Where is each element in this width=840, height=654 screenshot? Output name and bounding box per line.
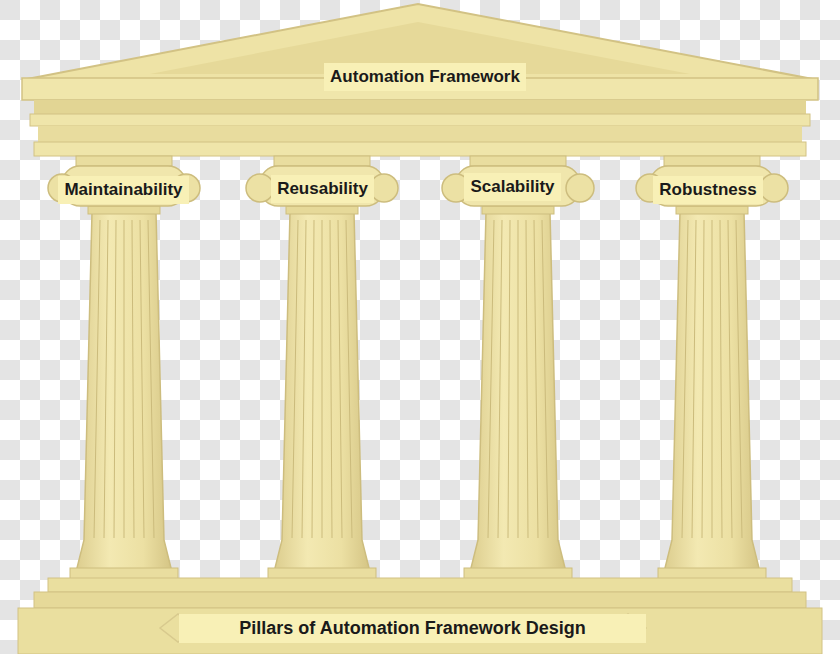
column-neck: [482, 206, 554, 214]
volute: [566, 174, 594, 202]
flute: [518, 220, 519, 538]
flute: [692, 220, 696, 538]
column-neck: [88, 206, 160, 214]
step: [34, 592, 806, 608]
flute: [526, 220, 528, 538]
label-text: Reusability: [277, 179, 368, 199]
abacus: [274, 156, 370, 166]
pillar-label: Robustness: [653, 176, 763, 204]
flute: [114, 220, 116, 538]
columns: [48, 156, 788, 580]
capital: [456, 166, 580, 206]
flute: [498, 220, 502, 538]
flute: [312, 220, 314, 538]
flute: [542, 220, 548, 538]
column: [636, 156, 788, 580]
flute: [292, 220, 298, 538]
capital: [260, 166, 384, 206]
pediment-label: Automation Framework: [324, 63, 526, 91]
flute: [132, 220, 134, 538]
flute: [338, 220, 342, 538]
volute: [246, 174, 274, 202]
label-text: Robustness: [659, 180, 756, 200]
column: [246, 156, 398, 580]
column-shaft: [664, 212, 760, 572]
flute: [728, 220, 732, 538]
pillar-label: Maintainability: [58, 176, 189, 204]
flute: [736, 220, 742, 538]
column-neck: [286, 206, 358, 214]
flute: [104, 220, 108, 538]
volute: [370, 174, 398, 202]
flute: [346, 220, 352, 538]
column: [442, 156, 594, 580]
temple: [18, 4, 822, 654]
abacus: [664, 156, 760, 166]
base-label: Pillars of Automation Framework Design: [179, 614, 646, 643]
architrave-base: [34, 142, 806, 156]
capital: [650, 166, 774, 206]
label-text: Scalability: [470, 177, 554, 197]
step: [18, 608, 822, 654]
stylobate: [48, 578, 792, 592]
flute: [534, 220, 538, 538]
flute: [94, 220, 100, 538]
cornice-band: [34, 100, 806, 114]
label-text: Pillars of Automation Framework Design: [239, 618, 585, 639]
abacus: [470, 156, 566, 166]
flute: [322, 220, 323, 538]
flute: [720, 220, 722, 538]
label-text: Automation Framework: [330, 67, 520, 87]
flute: [488, 220, 494, 538]
flute: [140, 220, 144, 538]
column-shaft: [274, 212, 370, 572]
label-text: Maintainability: [64, 180, 182, 200]
flute: [508, 220, 510, 538]
volute: [760, 174, 788, 202]
architrave: [38, 126, 802, 142]
flute: [682, 220, 688, 538]
pillar-label: Scalability: [464, 173, 561, 201]
flute: [330, 220, 332, 538]
column: [48, 156, 200, 580]
flute: [302, 220, 306, 538]
column-shaft: [76, 212, 172, 572]
abacus: [76, 156, 172, 166]
column-shaft: [470, 212, 566, 572]
flute: [702, 220, 704, 538]
column-neck: [676, 206, 748, 214]
flute: [124, 220, 125, 538]
pillar-label: Reusability: [271, 175, 374, 203]
flute: [148, 220, 154, 538]
flute: [712, 220, 713, 538]
frieze-band: [30, 114, 810, 126]
